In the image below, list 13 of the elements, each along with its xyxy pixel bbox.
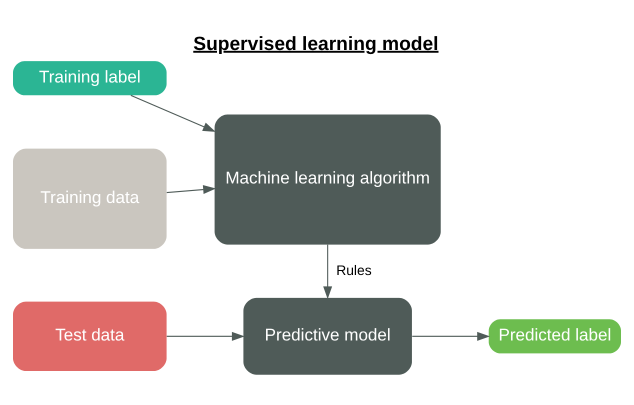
node-box: Training data: [13, 148, 167, 248]
node-box: Predicted label: [488, 318, 621, 353]
arrow: [130, 94, 216, 132]
arrow: [166, 184, 216, 194]
arrow: [323, 244, 332, 299]
node-box: Predictive model: [243, 297, 412, 374]
arrow: [412, 331, 490, 340]
node-box: Machine learning algorithm: [214, 114, 441, 244]
arrow: [166, 331, 245, 340]
edge-label: Rules: [336, 261, 372, 278]
node-box: Test data: [13, 301, 167, 370]
node-box: Training label: [13, 60, 167, 95]
diagram-title: Supervised learning model: [193, 33, 439, 54]
